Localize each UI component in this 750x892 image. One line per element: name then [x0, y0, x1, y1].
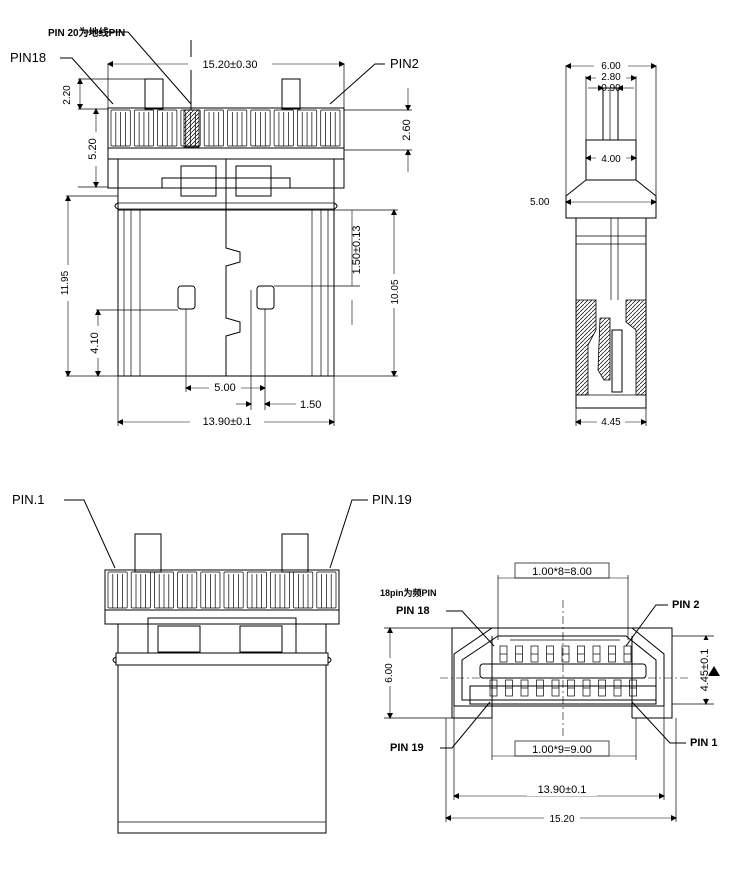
critical-dimension-icon: [708, 666, 720, 676]
label-18pin: 18pin为频PIN: [380, 587, 437, 598]
label-pin19-bottom: PIN.19: [372, 492, 412, 507]
top-view-pin-row: [110, 109, 341, 147]
dim-220: 2.20: [62, 85, 73, 105]
dim-150-tol: 1.50±0.13: [351, 226, 363, 275]
side-dim-280: 2.80: [601, 72, 621, 83]
side-dim-400: 4.00: [601, 154, 621, 165]
dim-410: 4.10: [89, 332, 101, 353]
label-pin2-front: PIN 2: [672, 599, 700, 611]
dim-pitch-bottom: 1.00*9=9.00: [532, 744, 592, 756]
side-dim-500: 5.00: [530, 197, 550, 208]
front-view: 1.00*8=8.00 1.00*9=9.00 13.90±0.1 15.20 …: [380, 562, 720, 825]
label-pin1-front: PIN 1: [690, 737, 718, 749]
dim-500-bottom: 5.00: [214, 382, 235, 394]
label-pin1-bottom: PIN.1: [12, 492, 45, 507]
side-dim-445: 4.45: [601, 417, 621, 428]
dim-1390-top: 13.90±0.1: [203, 416, 252, 428]
label-pin18-front: PIN 18: [396, 605, 430, 617]
side-dim-090: 0.90: [601, 83, 621, 94]
bottom-view-pin-row: [107, 571, 337, 609]
dim-pitch-top: 1.00*8=8.00: [532, 566, 592, 578]
dim-front-1520: 15.20: [549, 814, 574, 825]
dim-260: 2.60: [401, 119, 413, 140]
dim-1195: 11.95: [60, 270, 71, 295]
dim-front-1390: 13.90±0.1: [538, 784, 587, 796]
label-pin20-ground: PIN 20为地线PIN: [48, 26, 125, 39]
dim-1005: 10.05: [390, 279, 401, 304]
dim-front-600: 6.00: [384, 663, 395, 683]
label-pin19-front: PIN 19: [390, 742, 424, 754]
dim-520: 5.20: [87, 138, 99, 159]
label-pin18-top: PIN18: [10, 50, 46, 65]
dim-front-445: 4.45±0.1: [699, 649, 711, 692]
dim-150-bottom: 1.50: [300, 399, 321, 411]
dim-top-width: 15.20±0.30: [203, 59, 258, 71]
side-view: 6.00 2.80 0.90 4.00 5.00 4.45: [530, 59, 657, 428]
top-view: 15.20±0.30 PIN 20为地线PIN PIN18 PIN2 2.20 …: [10, 26, 419, 428]
front-view-pin-grid: [489, 645, 637, 697]
side-dim-600: 6.00: [601, 61, 621, 72]
label-pin2-top: PIN2: [390, 56, 419, 71]
bottom-view: PIN.1 PIN.19: [12, 492, 412, 834]
